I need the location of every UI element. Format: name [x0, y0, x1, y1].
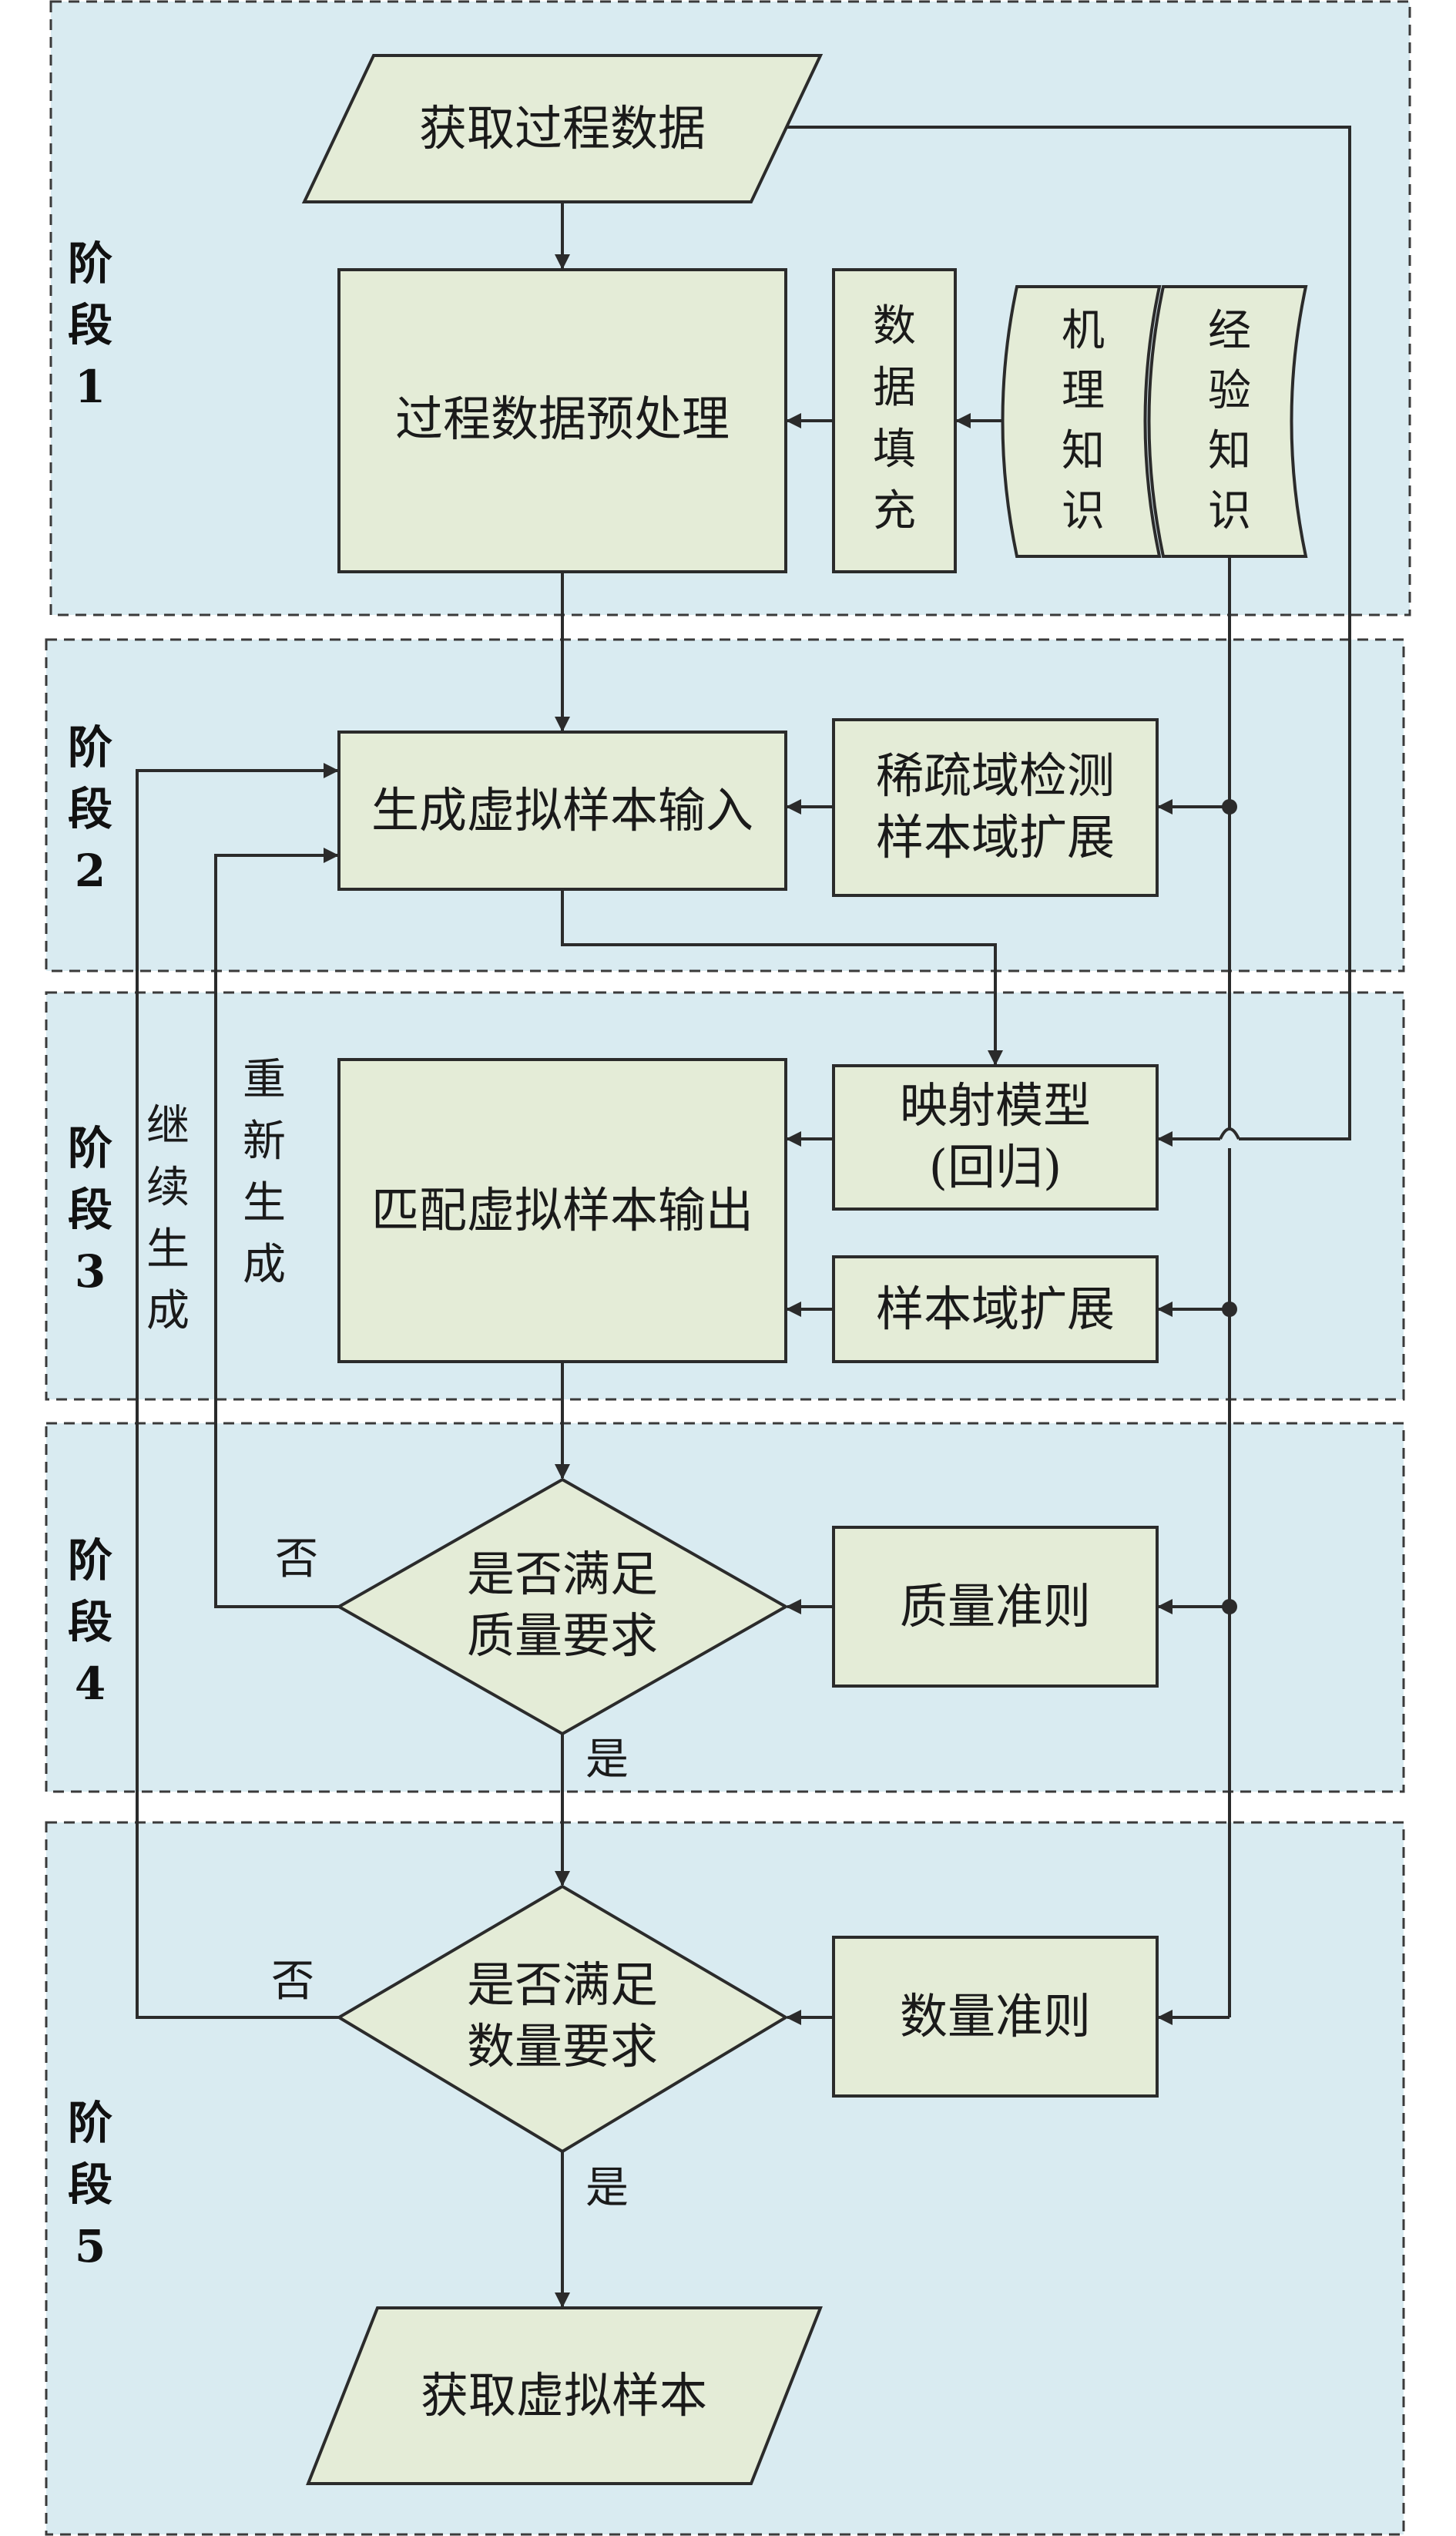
sparse-detect-node: 稀疏域检测 样本域扩展	[832, 718, 1159, 897]
junction-dot-3	[1222, 1599, 1237, 1614]
stage-4-char-2: 段	[68, 1596, 112, 1648]
sparse-detect-line-1: 稀疏域检测	[876, 747, 1115, 804]
match-output-node: 匹配虚拟样本输出	[337, 1058, 787, 1363]
get-virtual-samples-node: 获取虚拟样本	[306, 2306, 823, 2485]
quantity-decision-line-1: 是否满足	[467, 1957, 658, 2013]
generate-input-text: 生成虚拟样本输入	[371, 782, 753, 838]
stage-4-number: 4	[75, 1658, 106, 1710]
quantity-criteria-text: 数量准则	[900, 1988, 1091, 2044]
quality-no-label: 否	[275, 1534, 318, 1584]
stage-2-label: 阶 段 2	[68, 721, 112, 897]
continue-char-1: 继	[146, 1101, 190, 1151]
data-fill-node: 数 据 填 充	[832, 268, 957, 573]
mapping-model-node: 映射模型 (回归)	[832, 1064, 1159, 1211]
get-virtual-samples-text: 获取虚拟样本	[421, 2367, 707, 2423]
mechanism-knowledge-node: 机 理 知 识	[1001, 285, 1162, 558]
quantity-yes-label: 是	[585, 2163, 629, 2213]
stage-1-number: 1	[75, 361, 106, 413]
experience-knowledge-char-3: 知	[1208, 426, 1251, 476]
match-output-text: 匹配虚拟样本输出	[371, 1182, 753, 1238]
regenerate-label: 重 新 生 成	[243, 1055, 286, 1290]
stage-3-char-1: 阶	[68, 1122, 112, 1174]
stage-2-number: 2	[75, 845, 106, 897]
mechanism-knowledge-char-2: 理	[1062, 366, 1105, 416]
get-process-data-text: 获取过程数据	[419, 100, 706, 156]
stage-4-label: 阶 段 4	[68, 1534, 112, 1710]
data-fill-char-4: 充	[873, 486, 916, 536]
sample-domain-ext-text: 样本域扩展	[876, 1281, 1115, 1337]
sparse-detect-line-2: 样本域扩展	[876, 809, 1115, 865]
edge-generate-to-mapping	[561, 889, 1003, 1066]
quantity-no-label: 否	[271, 1957, 314, 2007]
quality-criteria-text: 质量准则	[900, 1578, 1091, 1634]
stage-3-number: 3	[75, 1245, 106, 1298]
quality-criteria-node: 质量准则	[832, 1526, 1159, 1688]
continue-generate-label: 继 续 生 成	[146, 1101, 190, 1336]
mapping-model-line-2: (回归)	[929, 1139, 1062, 1195]
regenerate-char-4: 成	[243, 1240, 286, 1290]
experience-knowledge-char-2: 验	[1208, 366, 1251, 416]
quality-yes-label: 是	[585, 1735, 629, 1785]
crossover-hop	[1219, 1127, 1240, 1140]
preprocess-text: 过程数据预处理	[395, 391, 730, 447]
stage-2-char-1: 阶	[68, 721, 112, 774]
data-fill-char-1: 数	[873, 301, 916, 351]
junction-dot-2	[1222, 1302, 1237, 1317]
stage-3-char-2: 段	[68, 1184, 112, 1236]
quality-decision-line-1: 是否满足	[467, 1546, 658, 1602]
edge-continue-loop	[136, 763, 339, 2019]
stage-5-label: 阶 段 5	[68, 2097, 112, 2272]
experience-knowledge-char-1: 经	[1208, 306, 1251, 356]
continue-char-4: 成	[146, 1286, 190, 1336]
mechanism-knowledge-char-4: 识	[1062, 486, 1105, 536]
continue-char-3: 生	[146, 1224, 190, 1275]
stage-1-char-1: 阶	[68, 237, 112, 290]
regenerate-char-3: 生	[243, 1178, 286, 1228]
stage-5-char-1: 阶	[68, 2097, 112, 2149]
stage-5-char-2: 段	[68, 2158, 112, 2211]
sample-domain-ext-node: 样本域扩展	[832, 1255, 1159, 1363]
data-fill-char-3: 填	[873, 425, 916, 475]
mapping-model-line-1: 映射模型	[900, 1077, 1091, 1134]
generate-input-node: 生成虚拟样本输入	[337, 731, 787, 891]
preprocess-node: 过程数据预处理	[337, 268, 787, 573]
stage-4-char-1: 阶	[68, 1534, 112, 1587]
stage-1-label: 阶 段 1	[68, 237, 112, 413]
experience-knowledge-char-4: 识	[1208, 486, 1251, 536]
stage-5-number: 5	[75, 2220, 106, 2272]
quantity-criteria-node: 数量准则	[832, 1936, 1159, 2098]
stage-3-label: 阶 段 3	[68, 1122, 112, 1298]
regenerate-char-2: 新	[243, 1117, 286, 1167]
continue-char-2: 续	[146, 1163, 190, 1213]
data-fill-char-2: 据	[873, 363, 916, 413]
quantity-decision-line-2: 数量要求	[467, 2018, 658, 2074]
quantity-decision-node: 是否满足 数量要求	[336, 1884, 789, 2154]
edge-process-data-to-mapping	[786, 126, 1351, 1140]
experience-knowledge-node: 经 验 知 识	[1147, 285, 1308, 558]
mechanism-knowledge-char-1: 机	[1062, 306, 1105, 356]
stage-2-char-2: 段	[68, 783, 112, 835]
quality-decision-node: 是否满足 质量要求	[335, 1477, 790, 1736]
mechanism-knowledge-char-3: 知	[1062, 426, 1105, 476]
edge-regenerate-loop	[214, 848, 339, 1608]
junction-dot-1	[1222, 799, 1237, 815]
stage-1-char-2: 段	[68, 299, 112, 351]
regenerate-char-1: 重	[243, 1055, 286, 1105]
get-process-data-node: 获取过程数据	[301, 54, 824, 203]
quality-decision-line-2: 质量要求	[467, 1607, 658, 1664]
